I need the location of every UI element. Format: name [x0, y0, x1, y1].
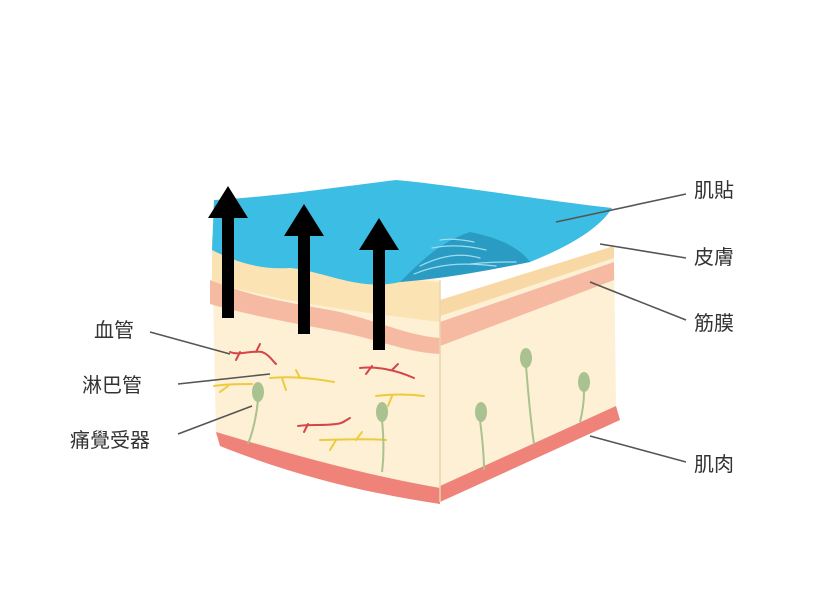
tape-layer	[212, 180, 612, 285]
lift-arrows	[208, 186, 399, 350]
front-face-muscle	[216, 432, 440, 504]
receptor-1	[247, 382, 264, 445]
arrow-up-icon	[359, 218, 399, 350]
label-muscle: 肌肉	[694, 452, 734, 476]
label-lymph-vessel: 淋巴管	[82, 373, 142, 397]
tape-texture-lines	[413, 238, 517, 275]
arrow-up-icon	[284, 204, 324, 334]
pain-receptors	[247, 348, 590, 473]
label-skin: 皮膚	[694, 245, 734, 269]
leader-fascia	[589, 281, 687, 321]
blood-vessels	[229, 343, 415, 433]
right-face	[440, 246, 620, 502]
leader-lymph-vessel	[177, 373, 271, 385]
receptor-3	[475, 402, 487, 471]
leader-pain-receptor	[177, 405, 253, 435]
receptor-2	[376, 402, 388, 473]
leader-tape	[555, 193, 687, 223]
receptor-4	[520, 348, 535, 445]
label-fascia: 筋膜	[694, 311, 734, 335]
receptor-5	[578, 372, 590, 423]
lymph-vessels	[213, 369, 425, 451]
right-face-muscle	[440, 406, 620, 502]
label-pain-receptor: 痛覺受器	[70, 428, 150, 452]
arrow-up-icon	[208, 186, 248, 318]
leader-skin	[599, 243, 687, 259]
right-face-fascia	[440, 262, 614, 346]
label-blood-vessel: 血管	[94, 318, 134, 342]
leader-blood-vessel	[149, 331, 231, 355]
tape-curl	[400, 232, 530, 282]
right-face-skin	[440, 246, 614, 316]
leader-lines	[149, 193, 687, 463]
leader-muscle	[589, 435, 687, 463]
label-tape: 肌貼	[694, 178, 734, 202]
